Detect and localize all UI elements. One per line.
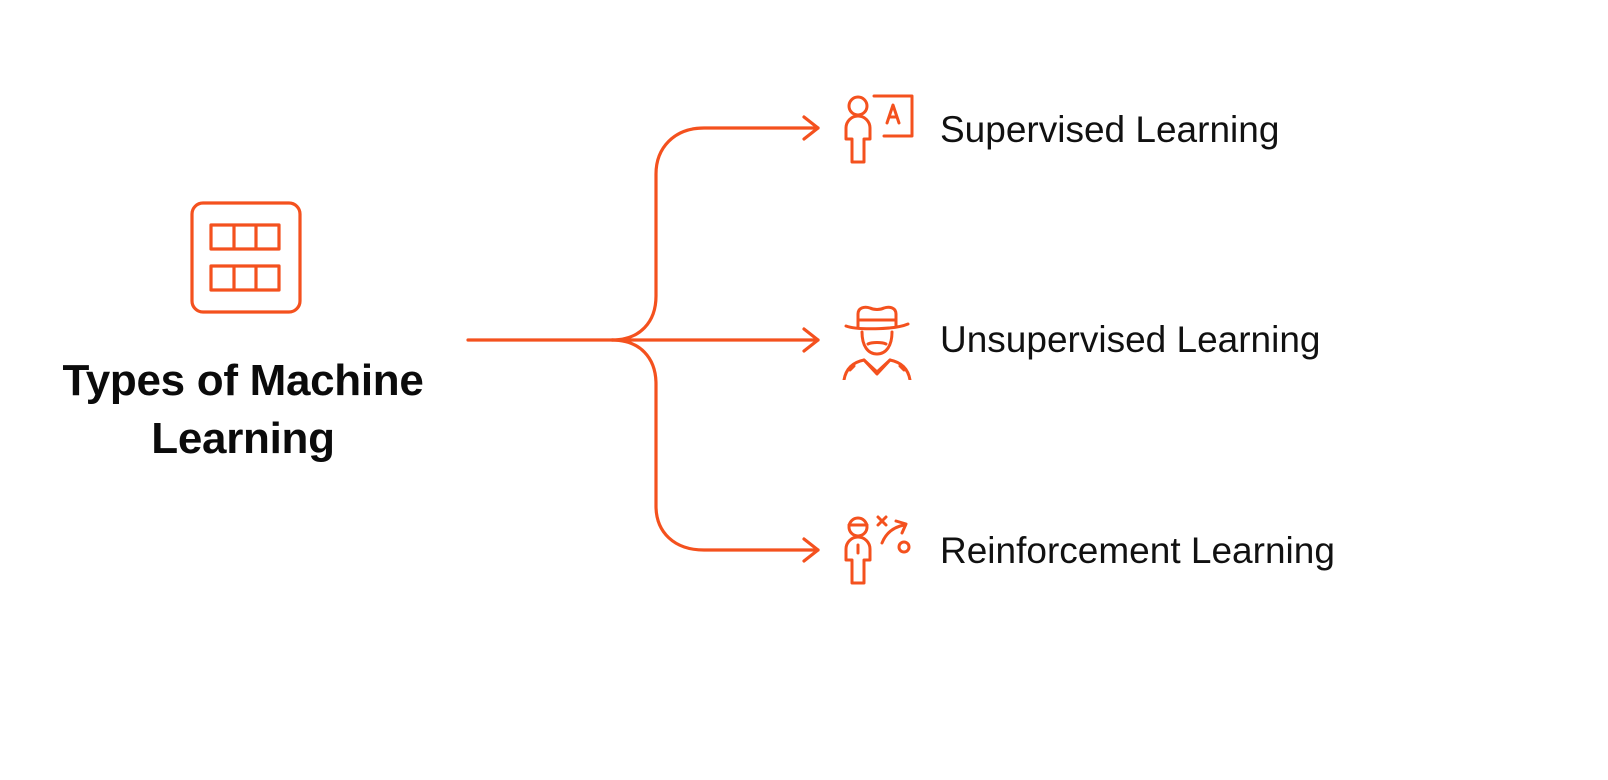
branch-unsupervised: Unsupervised Learning bbox=[838, 300, 1321, 380]
branch-label-reinforcement: Reinforcement Learning bbox=[940, 530, 1335, 571]
upper-branch-line bbox=[610, 126, 820, 342]
teacher-board-icon bbox=[844, 94, 914, 164]
root-title: Types of Machine Learning bbox=[62, 356, 424, 463]
branch-label-unsupervised: Unsupervised Learning bbox=[940, 319, 1321, 360]
arrowhead-upper bbox=[802, 115, 820, 141]
lower-branch-line bbox=[610, 338, 820, 552]
branch-label-supervised: Supervised Learning bbox=[940, 109, 1280, 150]
arrowhead-lower bbox=[802, 537, 820, 563]
grid-table-icon bbox=[190, 201, 302, 314]
detective-icon bbox=[842, 305, 912, 380]
branch-supervised: Supervised Learning bbox=[838, 90, 1279, 170]
strategy-play-icon bbox=[844, 515, 911, 585]
arrowhead-middle bbox=[802, 327, 820, 353]
branch-reinforcement: Reinforcement Learning bbox=[838, 511, 1335, 591]
